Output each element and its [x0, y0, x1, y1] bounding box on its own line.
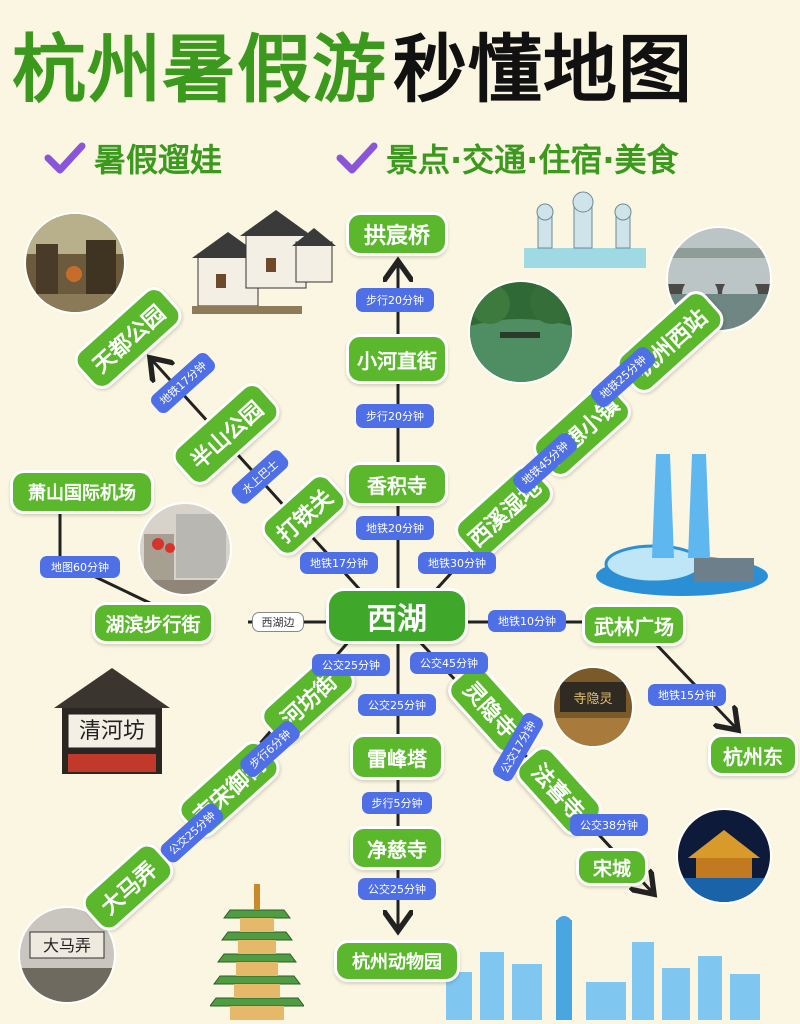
- node-hangzhou-east[interactable]: 杭州东: [708, 734, 798, 776]
- sign-damanong: 大马弄: [43, 936, 91, 955]
- badge-bus-45: 公交45分钟: [410, 652, 488, 674]
- skyline-illustration: [446, 916, 760, 1020]
- node-songcheng[interactable]: 宋城: [576, 848, 648, 886]
- badge-bus-25: 公交25分钟: [312, 654, 390, 676]
- ancient-houses-illustration: [192, 210, 336, 314]
- badge-bus-25: 公交25分钟: [358, 694, 436, 716]
- city-street-photo: [140, 504, 230, 594]
- node-xiaoshan-airport[interactable]: 萧山国际机场: [10, 470, 154, 514]
- node-west-lake-center[interactable]: 西湖: [326, 588, 468, 644]
- badge-walk-5: 步行5分钟: [362, 792, 432, 814]
- night-show-photo: [678, 810, 770, 902]
- street-photo: [26, 214, 124, 312]
- leifeng-pagoda-illustration: [210, 884, 304, 1020]
- title-part-green: 杭州暑假游: [12, 26, 387, 113]
- sign-temple: 寺隐灵: [573, 692, 612, 707]
- subtitle-right-text: 景点·交通·住宿·美食: [386, 141, 679, 179]
- badge-metro-10: 地铁10分钟: [488, 610, 566, 632]
- stadium-tower-illustration: [596, 454, 768, 596]
- node-leifeng-pagoda[interactable]: 雷峰塔: [350, 734, 444, 780]
- wetland-photo: [470, 282, 572, 382]
- subtitle-left: 暑假遛娃: [44, 136, 222, 180]
- subtitle-right: 景点·交通·住宿·美食: [336, 136, 678, 180]
- badge-metro-60: 地图60分钟: [40, 556, 120, 578]
- node-hubin-street[interactable]: 湖滨步行街: [92, 602, 214, 644]
- temple-photo: 寺隐灵: [554, 668, 632, 746]
- sign-qinghefang: 清河坊: [79, 719, 145, 744]
- three-pools-illustration: [524, 191, 646, 268]
- qinghefang-gate-illustration: 清河坊: [54, 668, 170, 774]
- node-wulin-square[interactable]: 武林广场: [582, 604, 686, 646]
- badge-metro-30: 地铁30分钟: [418, 552, 496, 574]
- badge-bus-25: 公交25分钟: [358, 878, 436, 900]
- node-xiangji-temple[interactable]: 香积寺: [346, 462, 448, 506]
- check-icon: [44, 142, 86, 174]
- node-jingci-temple[interactable]: 净慈寺: [350, 826, 444, 870]
- badge-lakeside: 西湖边: [252, 612, 304, 632]
- title-part-black: 秒懂地图: [393, 26, 693, 113]
- badge-walk-20: 步行20分钟: [356, 404, 434, 428]
- damanong-photo: 大马弄: [20, 908, 114, 1002]
- subtitle-left-text: 暑假遛娃: [94, 141, 223, 179]
- page-title: 杭州暑假游 秒懂地图: [12, 18, 693, 113]
- badge-bus-38: 公交38分钟: [570, 814, 648, 836]
- badge-walk-20: 步行20分钟: [356, 288, 434, 312]
- badge-metro-15: 地铁15分钟: [648, 684, 726, 706]
- check-icon: [336, 142, 378, 174]
- node-gongchen-bridge[interactable]: 拱宸桥: [346, 212, 448, 256]
- node-hangzhou-zoo[interactable]: 杭州动物园: [334, 940, 460, 982]
- badge-metro-17: 地铁17分钟: [300, 552, 378, 574]
- badge-metro-20: 地铁20分钟: [356, 516, 434, 540]
- node-xiaohe-street[interactable]: 小河直街: [346, 334, 448, 384]
